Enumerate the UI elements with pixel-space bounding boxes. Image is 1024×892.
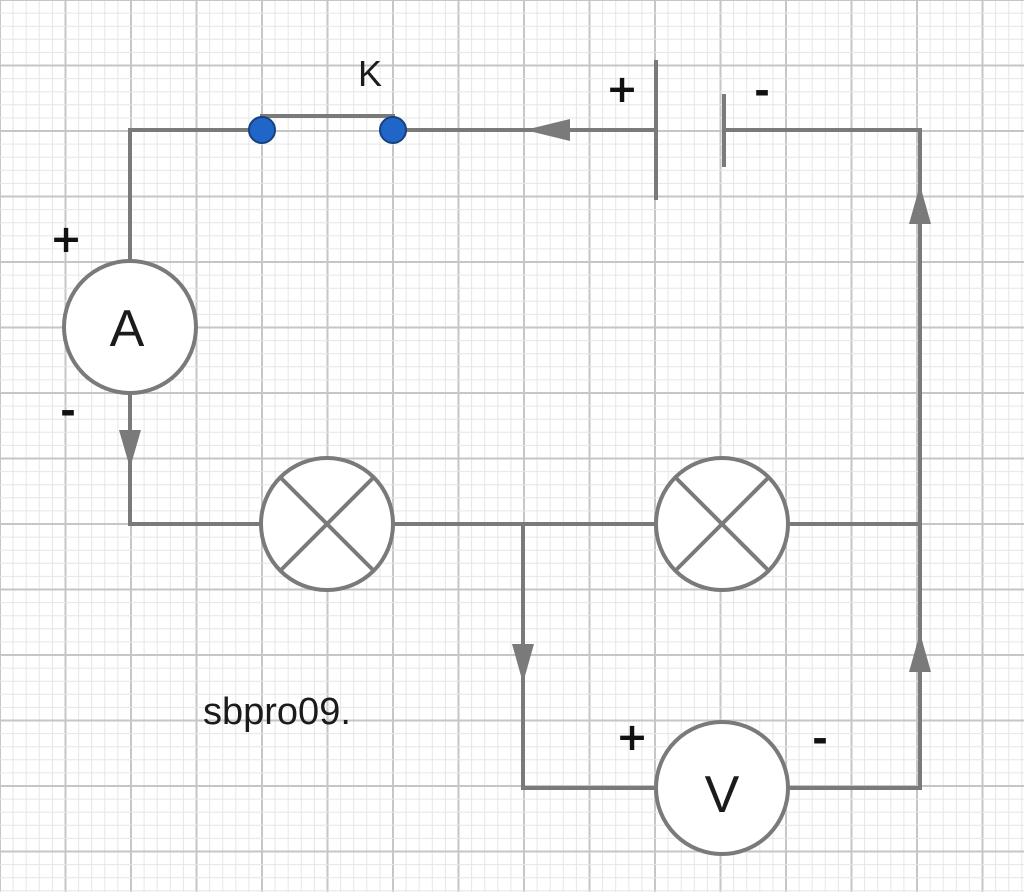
arrow-down-icon (119, 430, 141, 468)
ammeter-plus-sign: + (50, 217, 82, 261)
switch-label: K (358, 53, 382, 94)
lamp-1 (259, 456, 395, 592)
arrow-up-icon (909, 185, 931, 224)
switch-terminal-left (248, 116, 276, 144)
watermark: sbpro09. (203, 691, 351, 733)
lamp-2 (654, 456, 790, 592)
current-arrows (119, 119, 931, 683)
battery-plus-sign: + (606, 67, 638, 111)
voltmeter-plus-sign: + (616, 715, 648, 759)
voltmeter-circle (654, 720, 790, 856)
battery-minus-sign: - (754, 69, 770, 113)
ammeter: A + - (50, 217, 198, 433)
arrow-left-icon (525, 119, 570, 141)
voltmeter-minus-sign: - (812, 717, 828, 761)
voltmeter: V + - (616, 715, 828, 856)
wires (128, 128, 922, 790)
wire-battery-right (722, 128, 922, 790)
battery: + - (606, 60, 770, 200)
ammeter-circle (62, 259, 198, 395)
arrow-up-icon (909, 633, 931, 672)
ammeter-minus-sign: - (60, 389, 76, 433)
switch-terminal-right (379, 116, 407, 144)
wire-junction-to-voltmeter (521, 522, 658, 790)
lamp-1-cross (278, 475, 376, 573)
lamp-2-cross (673, 475, 771, 573)
switch-k: K (248, 53, 407, 144)
arrow-down-icon (512, 644, 534, 683)
voltmeter-symbol: V (705, 766, 740, 824)
ammeter-symbol: A (110, 300, 145, 358)
wire-top-left (128, 128, 264, 262)
